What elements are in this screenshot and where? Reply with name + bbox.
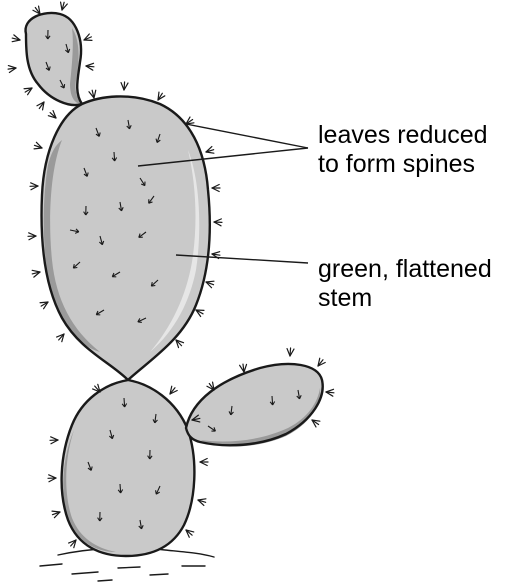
spine-tuft xyxy=(186,117,194,124)
spine-tuft xyxy=(28,233,36,240)
spine-tuft xyxy=(69,540,76,548)
spine-tuft xyxy=(186,530,194,537)
label-stem-line-1: green, flattened xyxy=(318,255,492,284)
spine-tuft xyxy=(57,334,64,342)
spine-tuft xyxy=(198,499,206,506)
leader-line-spines-edge xyxy=(186,124,308,148)
label-spines: leaves reduced to form spines xyxy=(318,121,488,179)
spine-tuft xyxy=(30,183,38,190)
spine-tuft xyxy=(33,6,40,14)
spine-tuft xyxy=(312,420,320,427)
spine-tuft xyxy=(84,34,92,40)
spine-tuft xyxy=(287,348,294,356)
spine-tuft xyxy=(196,310,204,317)
spine-tuft xyxy=(52,511,60,518)
label-stem-line-2: stem xyxy=(318,284,492,313)
spine-tuft xyxy=(12,35,20,42)
spine-tuft xyxy=(8,66,16,73)
main-stem-pad xyxy=(42,96,210,380)
label-spines-line-2: to form spines xyxy=(318,150,488,179)
side-pad xyxy=(186,364,323,446)
label-spines-line-1: leaves reduced xyxy=(318,121,488,150)
spine-tuft xyxy=(48,475,56,482)
spine-tuft xyxy=(200,459,208,466)
spine-tuft xyxy=(206,147,214,154)
spine-tuft xyxy=(24,88,32,95)
spine-tuft xyxy=(48,111,56,118)
spine-tuft xyxy=(50,437,58,444)
spine-tuft xyxy=(89,90,96,98)
spine-tuft xyxy=(121,82,128,90)
spine-tuft xyxy=(240,364,247,372)
spine-tuft xyxy=(176,340,184,348)
spine-tuft xyxy=(207,382,214,390)
spine-tuft xyxy=(326,389,334,396)
small-top-pad xyxy=(26,13,82,105)
label-stem: green, flattened stem xyxy=(318,255,492,313)
spine-tuft xyxy=(40,302,48,309)
bottom-pad xyxy=(62,380,195,556)
spine-tuft xyxy=(214,219,222,226)
spine-tuft xyxy=(93,384,100,392)
spine-tuft xyxy=(61,2,68,10)
spine-tuft xyxy=(318,358,325,366)
spine-tuft xyxy=(170,386,177,394)
spine-tuft xyxy=(86,63,94,70)
spine-tuft xyxy=(206,281,214,288)
spine-tuft xyxy=(158,92,165,100)
spine-tuft xyxy=(34,142,42,149)
spine-tuft xyxy=(32,270,40,277)
spine-tuft xyxy=(37,102,44,110)
spine-tuft xyxy=(212,185,220,192)
